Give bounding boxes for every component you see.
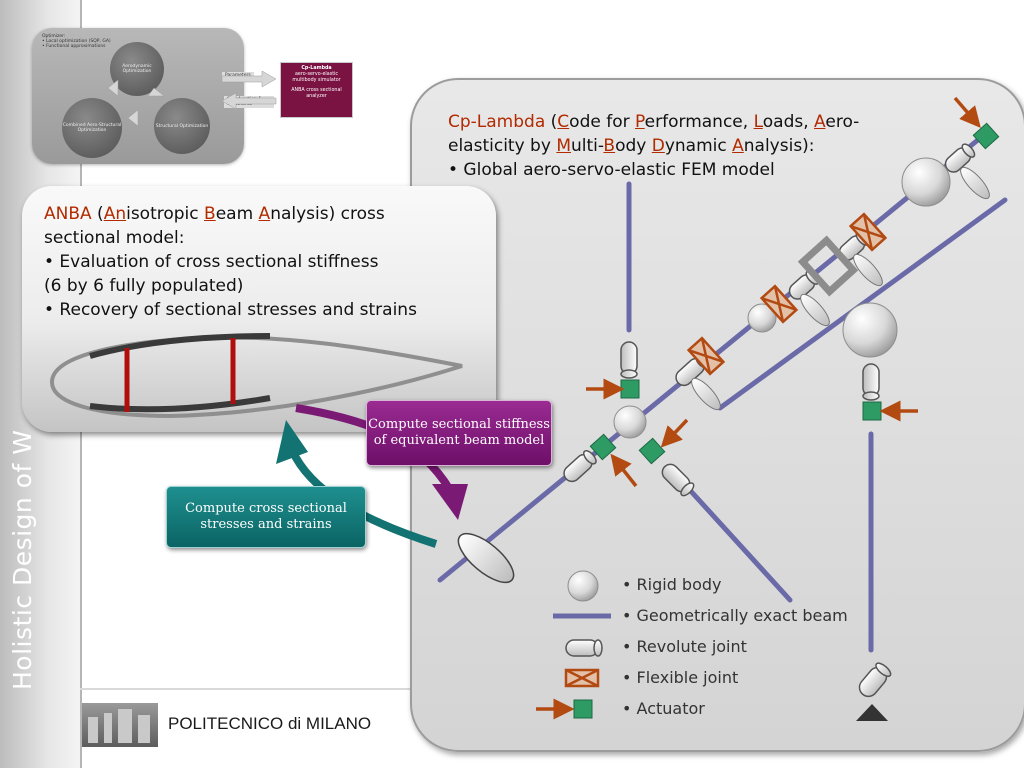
legend-actuator-icon [573,699,593,719]
rigid-body-tip [901,157,951,207]
spar-cap-lower [89,395,271,413]
actuator-arrows [586,96,981,488]
revolute-joint [944,143,976,173]
legend-flexible: • Flexible joint [622,668,739,687]
revolute-joint [563,450,597,483]
legend-actuator: • Actuator [622,699,705,718]
blade-root-hinge [457,532,515,584]
spar-cap-upper [89,333,271,359]
revolute-joint [862,363,880,401]
cp-lambda-description: Cp-Lambda (Code for Performance, Loads, … [448,112,860,180]
legend-revolute: • Revolute joint [622,637,747,656]
beam-diagonal-lower [685,485,793,603]
thumbnail-parameters-label: Parameters [222,72,254,79]
thumbnail-optimizer-note: Optimizer: • Local optimization (SQP, GA… [42,34,111,49]
flexible-joints [686,212,888,376]
legend-rigid-body-icon [567,570,599,602]
rigid-body-small [747,303,777,333]
compute-stresses-callout: Compute cross sectional stresses and str… [166,486,366,548]
thumbnail-simulator-box: Cp-Lambda aero-servo-elastic multibody s… [280,62,353,118]
ground-support-triangle [856,704,888,721]
optimization-thumbnail: Optimizer: • Local optimization (SQP, GA… [32,28,244,164]
thumbnail-combined-circle: Combined Aero-Structural Optimization [62,98,122,158]
rigid-body-nacelle [842,302,898,358]
anba-panel [22,186,496,432]
footer-building-image [82,703,158,747]
legend-flexible-icon [564,668,600,688]
compute-stiffness-callout: Compute sectional stiffness of equivalen… [366,400,552,466]
pitch-bearing-frame [797,235,859,297]
thumbnail-aero-circle: Aerodynamic Optimization [110,42,164,96]
anba-description: ANBA (Anisotropic Beam Analysis) cross s… [44,204,417,320]
revolute-joint [620,341,638,379]
thumbnail-struct-circle: Structural Optimization [154,98,210,154]
revolute-joint [661,463,695,497]
legend-rigid-body: • Rigid body [622,575,722,594]
footer-institution: POLITECNICO di MILANO [168,714,372,733]
revolute-joint-base [858,662,892,698]
actuators [589,122,1000,465]
legend-revolute-icon [565,639,603,657]
legend-beam: • Geometrically exact beam [622,606,848,625]
rigid-body-hub [613,405,647,439]
airfoil-outline [49,335,463,419]
